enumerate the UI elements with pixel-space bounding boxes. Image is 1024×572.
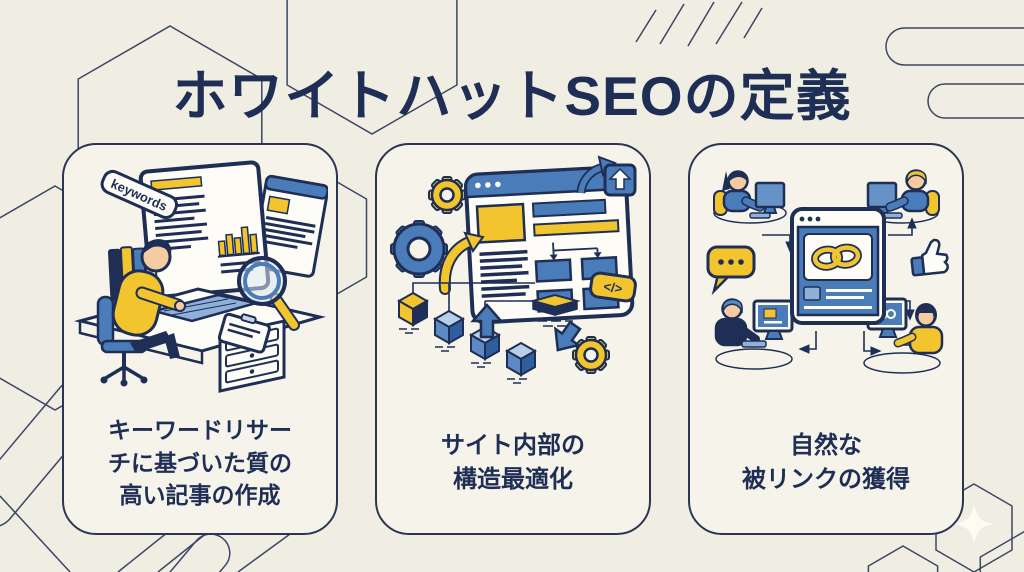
card-internal-structure: </> サイト内部の 構造最適化 xyxy=(375,143,651,535)
caption-line: 構造最適化 xyxy=(453,466,573,493)
caption-line: キーワードリサー xyxy=(108,417,292,444)
caption-line: チに基づいた質の xyxy=(108,449,292,476)
secondary-screen xyxy=(250,174,328,278)
cube-yellow xyxy=(396,291,430,334)
workstation-top-right xyxy=(865,169,940,224)
office-chair xyxy=(96,295,148,387)
sparkle-icon xyxy=(954,504,994,544)
cards-row: keywords xyxy=(62,143,964,535)
backlinks-illustration xyxy=(698,151,954,403)
caption-line: サイト内部の xyxy=(441,431,585,459)
refresh-arrows-icon xyxy=(576,155,637,197)
workstation-top-left xyxy=(713,170,787,224)
caption-line: 自然な xyxy=(790,431,862,459)
cube-blue-1 xyxy=(432,309,466,352)
card-natural-backlinks: 自然な 被リンクの獲得 xyxy=(688,143,964,535)
card-caption: サイト内部の 構造最適化 xyxy=(441,403,585,523)
caption-line: 高い記事の作成 xyxy=(119,482,281,509)
site-structure-illustration: </> xyxy=(385,151,641,403)
person xyxy=(111,239,186,359)
card-keyword-research: keywords xyxy=(62,143,338,535)
thumbs-up-icon xyxy=(910,238,949,277)
clipboard xyxy=(217,312,271,354)
speech-bubble-icon xyxy=(706,245,756,296)
gear-icon-yellow-top xyxy=(428,176,466,214)
gear-icon-blue xyxy=(390,220,448,278)
cube-blue-2 xyxy=(468,325,502,368)
diagonal-slashes-top xyxy=(635,1,763,47)
card-caption: キーワードリサー チに基づいた質の 高い記事の作成 xyxy=(108,403,292,523)
card-caption: 自然な 被リンクの獲得 xyxy=(742,403,910,523)
code-tag: </> xyxy=(589,271,637,303)
central-link-browser xyxy=(790,207,886,325)
cube-blue-3 xyxy=(504,341,538,384)
sitemap-network xyxy=(412,282,581,327)
caption-line: 被リンクの獲得 xyxy=(742,466,910,493)
chain-link-icon xyxy=(811,243,862,271)
bar-chart-icon xyxy=(217,226,260,258)
code-tag-label: </> xyxy=(603,279,624,297)
up-arrow-icon xyxy=(470,303,504,339)
magnifier-icon xyxy=(237,256,300,331)
page-title: ホワイトハットSEOの定義 xyxy=(172,64,852,127)
gear-icon-yellow-bottom xyxy=(572,336,610,374)
workstation-bottom-left xyxy=(714,298,794,370)
down-arrow-icon xyxy=(553,320,582,352)
capsule-outlines-top-right xyxy=(885,27,1024,119)
keyword-research-illustration: keywords xyxy=(72,151,328,403)
